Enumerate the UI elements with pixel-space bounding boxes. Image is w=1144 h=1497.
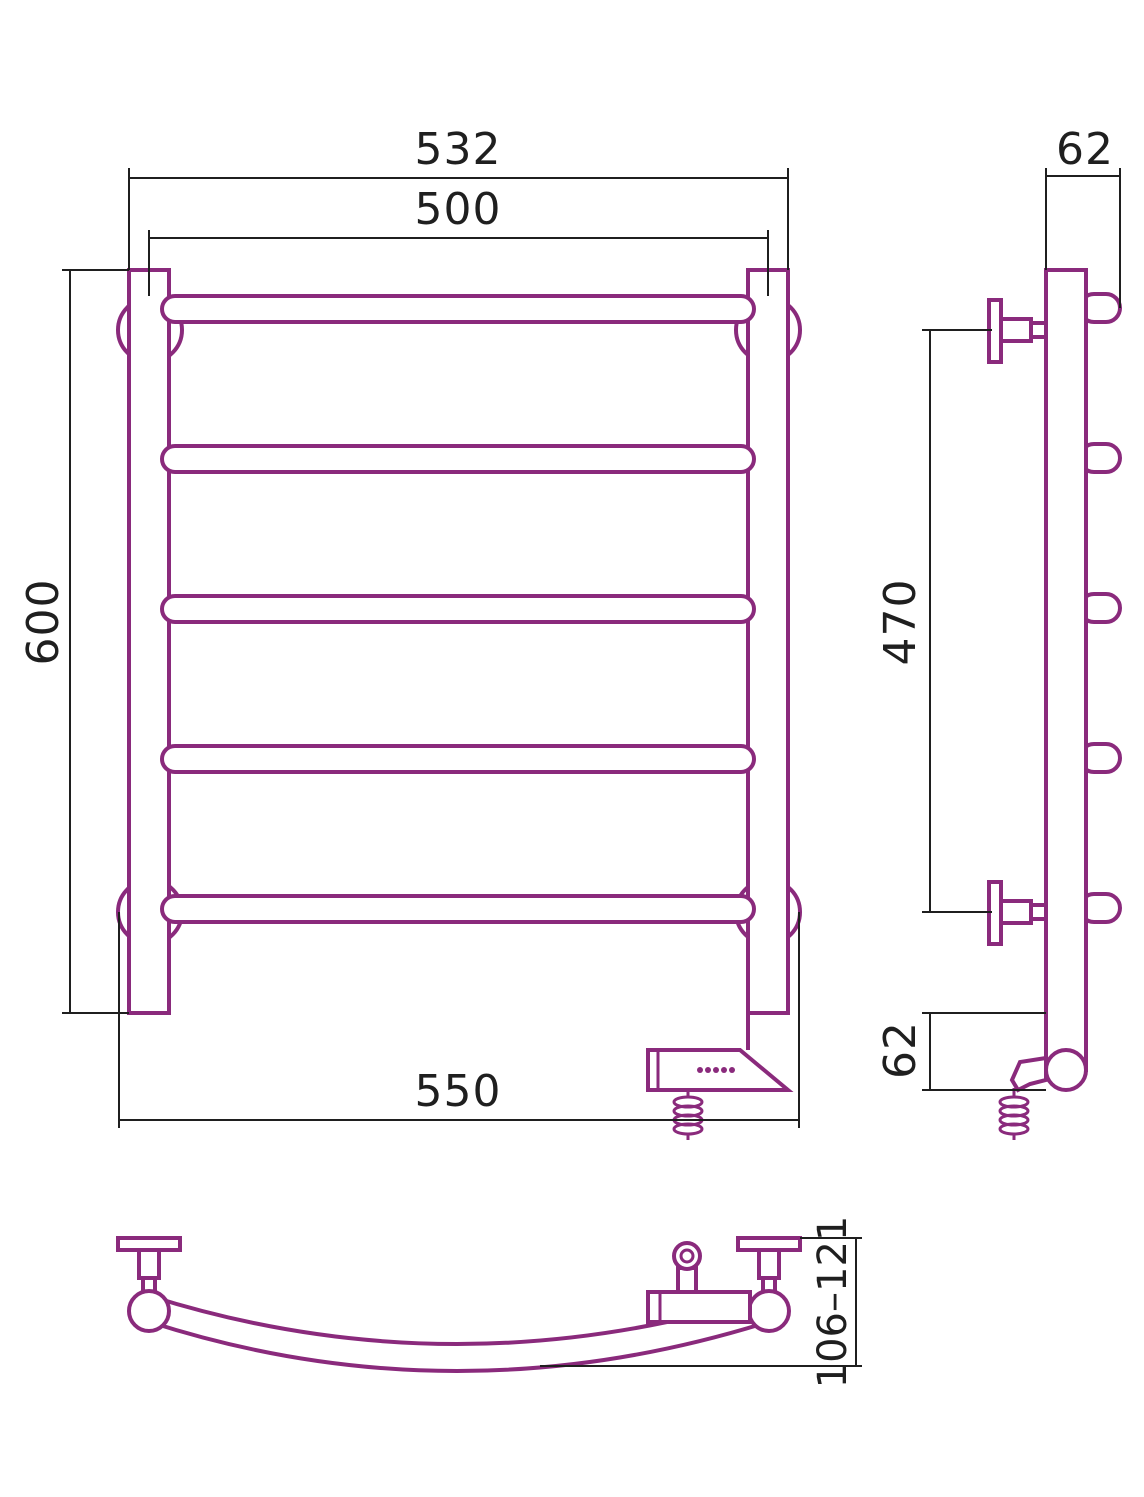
wall-bracket-top bbox=[987, 298, 1048, 364]
dim-axis-width: 500 bbox=[415, 184, 502, 235]
front-dimensions bbox=[62, 168, 800, 1128]
rung-1 bbox=[160, 294, 756, 324]
dim-height: 600 bbox=[18, 579, 69, 666]
top-heater bbox=[646, 1241, 752, 1324]
top-dimensions bbox=[540, 1237, 862, 1367]
indicator-dot bbox=[721, 1067, 727, 1073]
side-view bbox=[987, 268, 1122, 1140]
dim-mount-spacing: 470 bbox=[875, 579, 926, 666]
top-bracket-left bbox=[116, 1236, 182, 1333]
dim-depth-bottom: 62 bbox=[875, 1021, 926, 1079]
rung-5 bbox=[160, 894, 756, 924]
rung-2 bbox=[160, 444, 756, 474]
dim-width-with-heater: 550 bbox=[415, 1066, 502, 1117]
heater-housing bbox=[646, 1011, 794, 1092]
side-post bbox=[1044, 268, 1088, 1072]
dim-overall-width: 532 bbox=[415, 124, 502, 175]
side-cable-spring-icon bbox=[998, 1088, 1030, 1140]
side-post-end bbox=[1044, 1048, 1088, 1092]
rung-3 bbox=[160, 594, 756, 624]
dim-depth-top: 62 bbox=[1056, 124, 1114, 175]
cable-spring-icon bbox=[672, 1090, 704, 1140]
front-view bbox=[116, 268, 802, 1140]
dim-wall-offset: 106–121 bbox=[810, 1216, 856, 1389]
rung-4 bbox=[160, 744, 756, 774]
heater-connector bbox=[1009, 1055, 1048, 1093]
left-post bbox=[127, 268, 171, 1015]
top-view bbox=[116, 1236, 802, 1373]
indicator-dot bbox=[697, 1067, 703, 1073]
wall-bracket-bottom bbox=[987, 880, 1048, 946]
indicator-dot bbox=[705, 1067, 711, 1073]
top-bracket-right bbox=[736, 1236, 802, 1333]
side-dimensions bbox=[922, 168, 1121, 1091]
indicator-dot bbox=[729, 1067, 735, 1073]
indicator-dot bbox=[713, 1067, 719, 1073]
